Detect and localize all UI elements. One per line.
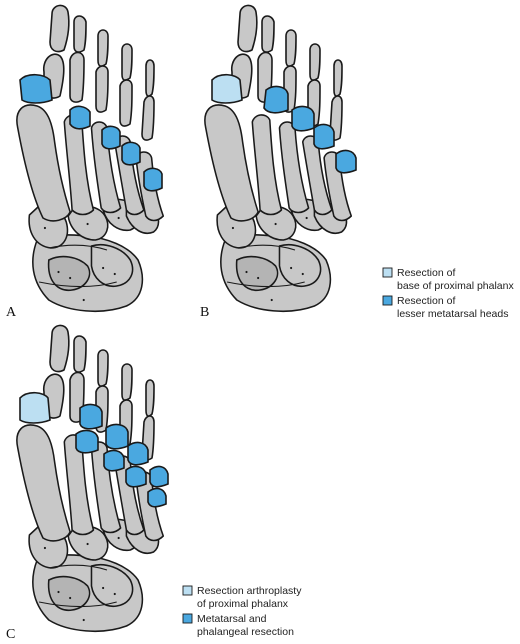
- legend-b-item-1-line-2: base of proximal phalanx: [397, 280, 514, 292]
- resection-base-proximal-phalanx-great-toe: [19, 73, 53, 104]
- legend-panel-b: Resection of base of proximal phalanx Re…: [382, 267, 514, 320]
- legend-c-item-2-line-1: Metatarsal and: [197, 613, 267, 625]
- resection-base-proximal-phalanx-great-toe: [211, 73, 243, 104]
- panel-label-c: C: [6, 627, 15, 642]
- resection-metatarsal-phalangeal-4b: [125, 465, 147, 488]
- legend-b-item-2-line-2: lesser metatarsal heads: [397, 308, 508, 320]
- resection-metatarsal-head-4: [121, 141, 141, 166]
- legend-c-item-2-line-2: phalangeal resection: [197, 626, 294, 638]
- legend-c-item-1-line-2: of proximal phalanx: [197, 598, 289, 610]
- legend-swatch-dark: [182, 613, 193, 624]
- resection-metatarsal-phalangeal-2b: [75, 429, 99, 454]
- panel-c-illustration: [16, 324, 169, 633]
- legend-b-item-2-line-1: Resection of: [397, 295, 455, 307]
- legend-swatch-light: [182, 585, 193, 596]
- legend-c-item-1-line-1: Resection arthroplasty: [197, 585, 302, 597]
- panel-b-illustration: [204, 4, 357, 313]
- resection-metatarsal-head-5: [143, 167, 163, 192]
- legend-b-item-1-line-1: Resection of: [397, 267, 455, 279]
- resection-metatarsal-phalangeal-5b: [147, 487, 167, 508]
- resection-arthroplasty-proximal-phalanx: [19, 391, 51, 424]
- panel-a-illustration: [16, 4, 165, 313]
- resection-metatarsal-head-2: [263, 85, 289, 114]
- resection-metatarsal-head-3: [291, 105, 315, 132]
- resection-metatarsal-head-3: [101, 125, 121, 150]
- legend-swatch-dark: [382, 295, 393, 306]
- resection-metatarsal-phalangeal-3: [105, 423, 129, 450]
- resection-metatarsal-head-4: [313, 123, 335, 150]
- resection-metatarsal-head-2: [69, 105, 91, 130]
- resection-metatarsal-phalangeal-3b: [103, 449, 125, 472]
- resection-metatarsal-phalangeal-2: [79, 403, 103, 430]
- legend-swatch-light: [382, 267, 393, 278]
- resection-metatarsal-phalangeal-5: [149, 465, 169, 488]
- resection-metatarsal-head-5: [335, 149, 357, 174]
- resection-metatarsal-phalangeal-4: [127, 441, 149, 466]
- panel-label-b: B: [200, 305, 209, 320]
- legend-panel-c: Resection arthroplasty of proximal phala…: [182, 585, 302, 638]
- panel-label-a: A: [6, 305, 17, 320]
